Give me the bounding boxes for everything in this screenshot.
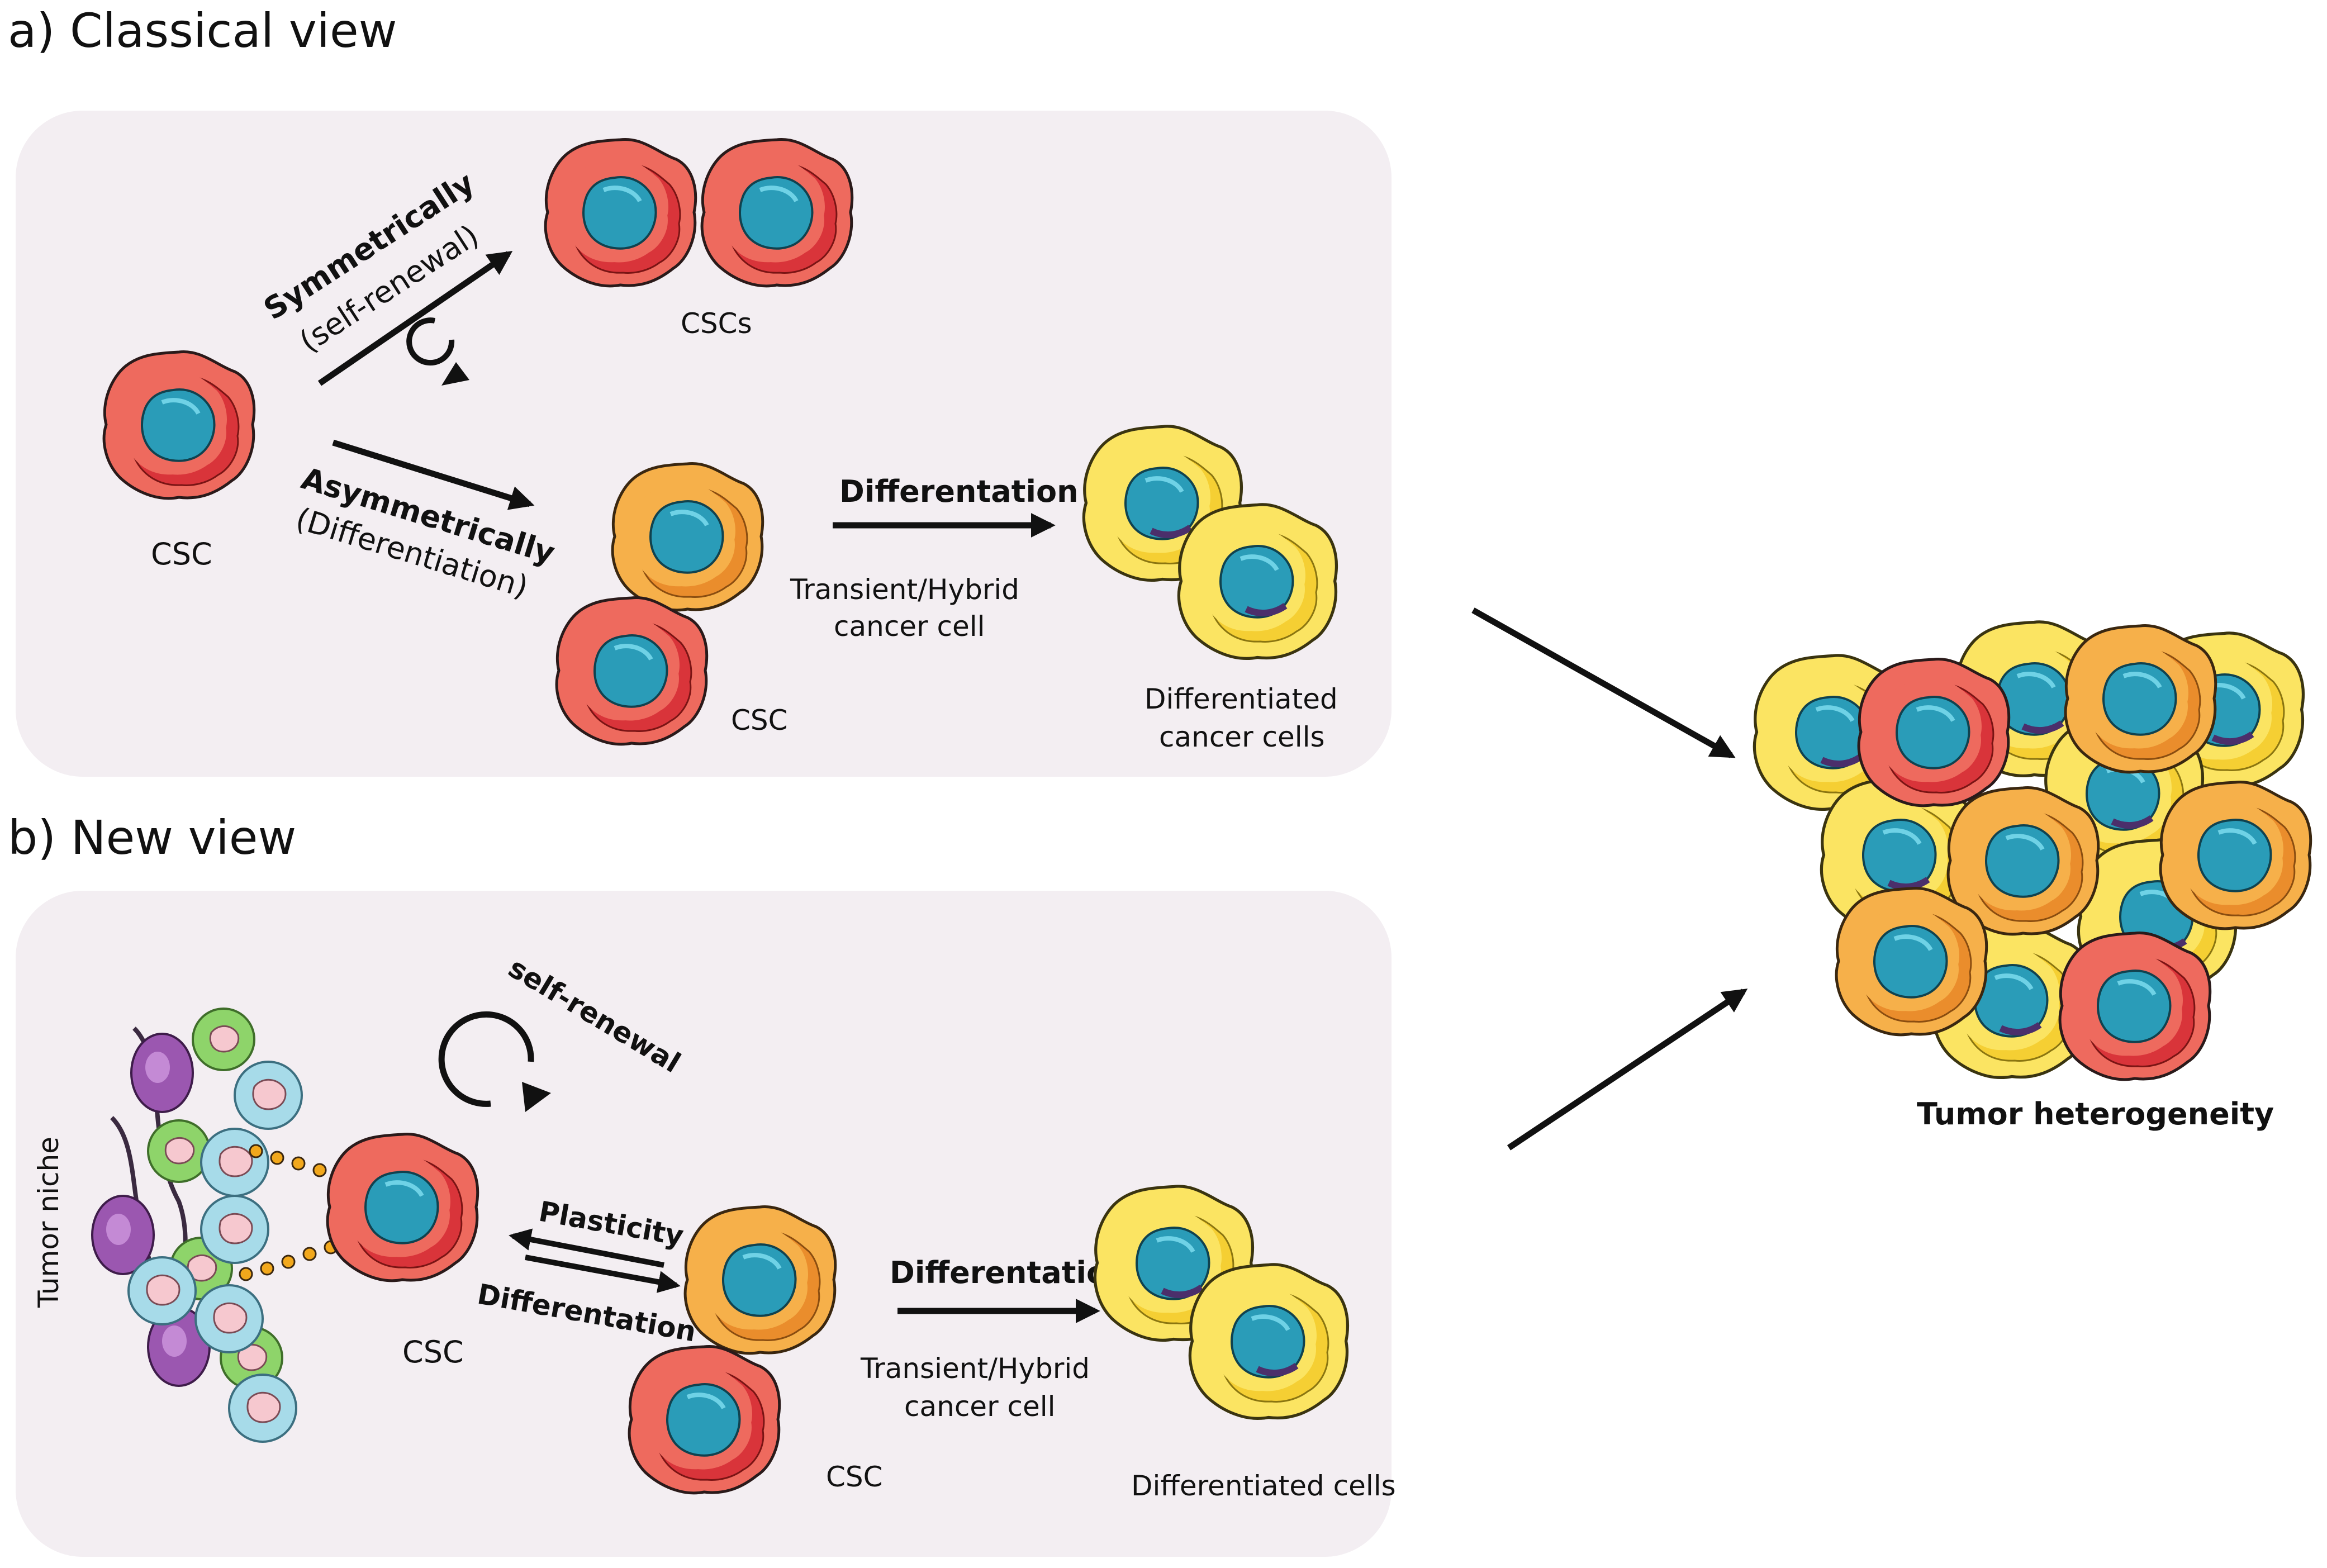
diff-cells-label-new: Differentiated cells bbox=[1131, 1470, 1396, 1502]
csc-bottom-label-classical: CSC bbox=[731, 704, 788, 737]
transient-cell-classical bbox=[612, 463, 762, 610]
tumor-niche-label: Tumor niche bbox=[32, 1137, 65, 1308]
new-view-heading: b) New view bbox=[8, 810, 296, 865]
csc-cell-left bbox=[104, 351, 254, 498]
transient-label-2-new: cancer cell bbox=[904, 1390, 1056, 1423]
tumor-niche-cluster bbox=[91, 1008, 303, 1443]
self-renewal-loop-icon bbox=[406, 317, 455, 366]
self-renewal-arrowhead-icon bbox=[522, 1082, 551, 1112]
differentiation-label-classical: Differentation bbox=[839, 474, 1079, 509]
loop-arrowhead-icon bbox=[441, 362, 469, 386]
transient-label-2-classical: cancer cell bbox=[834, 610, 985, 643]
classical-heading: a) Classical view bbox=[8, 3, 397, 58]
csc-center-label: CSC bbox=[402, 1334, 464, 1370]
diff-label-2-classical: cancer cells bbox=[1159, 721, 1325, 753]
tumor-heterogeneity-label: Tumor heterogeneity bbox=[1917, 1096, 2274, 1132]
diff-cell-classical-b bbox=[1179, 505, 1336, 658]
plasticity-arrow bbox=[509, 1228, 664, 1268]
transient-label-1-new: Transient/Hybrid bbox=[860, 1352, 1090, 1385]
transient-cell-new bbox=[685, 1206, 835, 1353]
new-view-to-heterogeneity-arrow bbox=[1507, 989, 1748, 1151]
csc-cell-pair-a bbox=[545, 139, 695, 286]
csc-cell-new-view bbox=[327, 1134, 477, 1280]
diff-label-1-classical: Differentiated bbox=[1144, 683, 1338, 715]
csc-bottom-label-new: CSC bbox=[826, 1461, 883, 1493]
differentiation-back-arrow bbox=[525, 1255, 681, 1293]
classical-to-heterogeneity-arrow bbox=[1471, 607, 1736, 758]
niche-contact-dots bbox=[239, 1144, 338, 1281]
csc-cell-bottom-new bbox=[629, 1346, 779, 1493]
csc-left-label: CSC bbox=[151, 536, 212, 572]
diff-cell-new-b bbox=[1190, 1265, 1347, 1418]
asymmetric-arrow bbox=[332, 439, 535, 510]
classical-panel bbox=[16, 111, 1392, 777]
tumor-heterogeneity-cluster bbox=[1754, 622, 2310, 1080]
symmetric-arrow bbox=[317, 251, 513, 386]
transient-label-1-classical: Transient/Hybrid bbox=[790, 573, 1019, 606]
csc-cell-pair-b bbox=[702, 139, 852, 286]
differentiation-label-new: Differentation bbox=[890, 1255, 1129, 1290]
self-renewal-loop-new-icon bbox=[438, 1011, 534, 1107]
cscs-label: CSCs bbox=[681, 307, 752, 340]
csc-cell-bottom-classical bbox=[557, 597, 706, 744]
